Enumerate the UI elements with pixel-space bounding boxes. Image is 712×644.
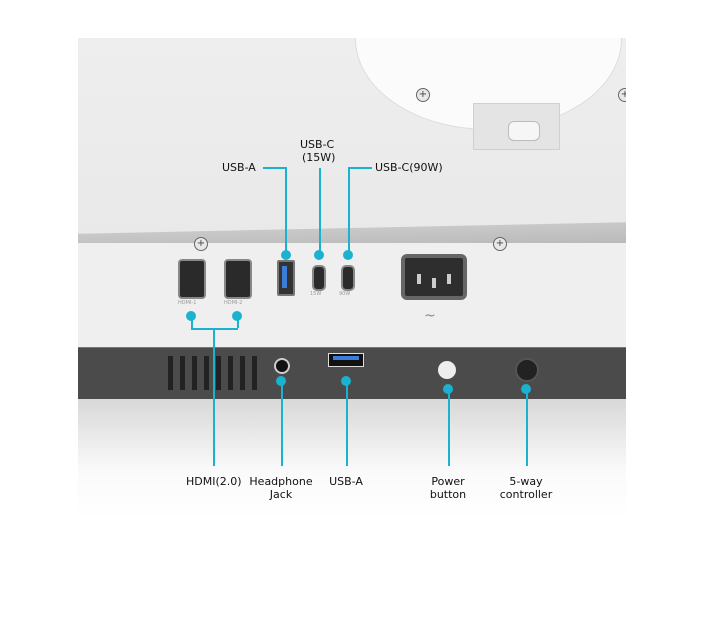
screw-icon: +: [493, 237, 507, 251]
ac-marking: ~: [424, 308, 436, 324]
monitor-rear-photo: + + + + HDMI-1 HDMI-2 15W 90W ~: [78, 38, 626, 518]
label-headphone-1: Headphone: [249, 475, 313, 488]
label-headphone-2: Jack: [269, 488, 293, 501]
hdmi-1-port: [178, 259, 206, 299]
label-controller-2: controller: [499, 488, 553, 501]
port-panel: [78, 243, 626, 347]
usb-c-15w-marking: 15W: [310, 291, 322, 297]
label-hdmi: HDMI(2.0): [186, 475, 242, 488]
five-way-controller: [515, 358, 539, 382]
photo-floor: [78, 399, 626, 518]
headphone-jack: [274, 358, 290, 374]
label-controller-1: 5-way: [509, 475, 543, 488]
callout-dot: [314, 250, 324, 260]
usb-a-port-rear: [277, 260, 295, 296]
ac-power-inlet: [401, 254, 467, 300]
screw-icon: +: [618, 88, 626, 102]
usb-c-90w-marking: 90W: [339, 291, 351, 297]
usb-a-port-bottom: [328, 353, 364, 367]
screw-icon: +: [194, 237, 208, 251]
hdmi-2-port: [224, 259, 252, 299]
callout-dot: [343, 250, 353, 260]
label-usb-c-90w: USB-C(90W): [375, 161, 443, 174]
power-button: [438, 361, 456, 379]
hdmi-1-marking: HDMI-1: [178, 300, 197, 306]
stand-release-knob: [508, 121, 540, 141]
label-power-1: Power: [431, 475, 465, 488]
label-power-2: button: [429, 488, 467, 501]
label-usb-a-top: USB-A: [222, 161, 256, 174]
callout-line: [285, 167, 287, 255]
usb-c-15w-port: [312, 265, 326, 291]
label-usb-c-15w-2: (15W): [302, 151, 336, 164]
label-usb-c-15w-1: USB-C: [300, 138, 335, 151]
hdmi-2-marking: HDMI-2: [224, 300, 243, 306]
label-usb-a-bottom: USB-A: [329, 475, 363, 488]
callout-dot: [281, 250, 291, 260]
usb-c-90w-port: [341, 265, 355, 291]
screw-icon: +: [416, 88, 430, 102]
